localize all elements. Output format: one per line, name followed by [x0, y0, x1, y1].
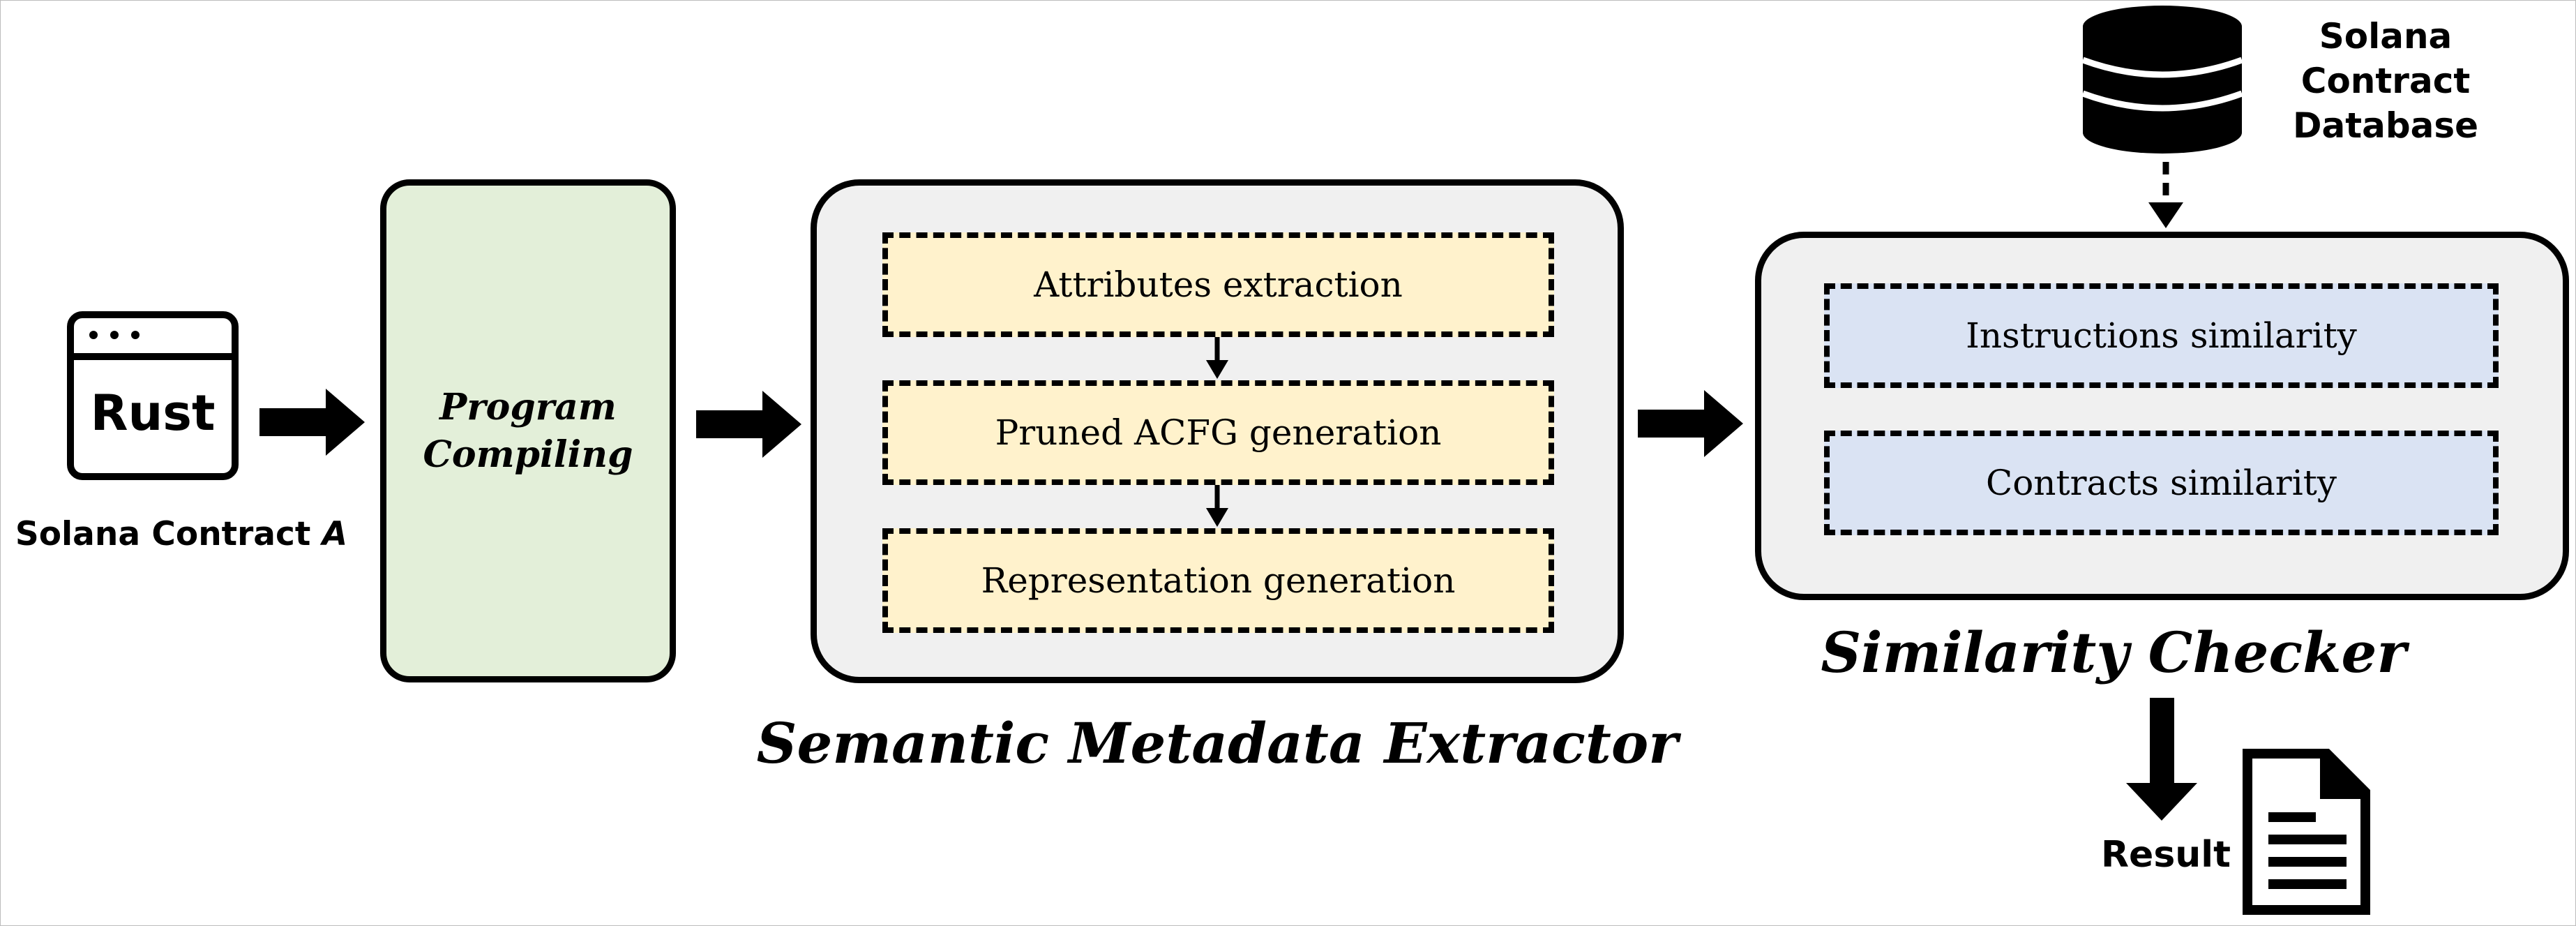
database-label: Solana Contract Database	[2229, 14, 2543, 146]
arrow-pruned-to-representation	[1206, 485, 1228, 527]
window-dots	[89, 328, 152, 342]
database-icon	[2081, 6, 2243, 154]
similarity-checker-title: Similarity Checker	[1821, 620, 2406, 685]
arrow-database-to-checker	[2148, 162, 2183, 228]
arrow-attributes-to-pruned	[1206, 337, 1228, 379]
program-compiling-line2: Compiling	[423, 433, 633, 476]
checker-step-instructions: Instructions similarity	[1824, 283, 2499, 388]
input-caption-var: A	[322, 515, 348, 553]
input-caption: Solana Contract A	[0, 515, 363, 557]
window-titlebar	[74, 353, 232, 360]
checker-step-contracts: Contracts similarity	[1824, 431, 2499, 535]
document-icon	[2242, 748, 2371, 916]
program-compiling-label: Program Compiling	[423, 384, 633, 479]
arrow-checker-to-result	[2126, 698, 2197, 821]
arrow-extractor-to-checker	[1638, 390, 1743, 457]
database-label-line2: Database	[2292, 105, 2479, 146]
rust-file-icon: Rust	[67, 311, 239, 480]
extractor-step-representation: Representation generation	[882, 528, 1554, 633]
arrow-input-to-compile	[259, 389, 365, 456]
result-label: Result	[2101, 834, 2231, 876]
extractor-step-attributes: Attributes extraction	[882, 232, 1554, 337]
rust-label: Rust	[90, 384, 216, 442]
program-compiling-line1: Program	[439, 385, 617, 428]
arrow-compile-to-extractor	[696, 391, 801, 458]
input-caption-text: Solana Contract	[15, 515, 311, 553]
extractor-step-pruned-acfg: Pruned ACFG generation	[882, 380, 1554, 485]
database-label-line1: Solana Contract	[2300, 16, 2471, 101]
program-compiling-box: Program Compiling	[380, 179, 676, 682]
semantic-metadata-extractor-title: Semantic Metadata Extractor	[756, 710, 1678, 776]
